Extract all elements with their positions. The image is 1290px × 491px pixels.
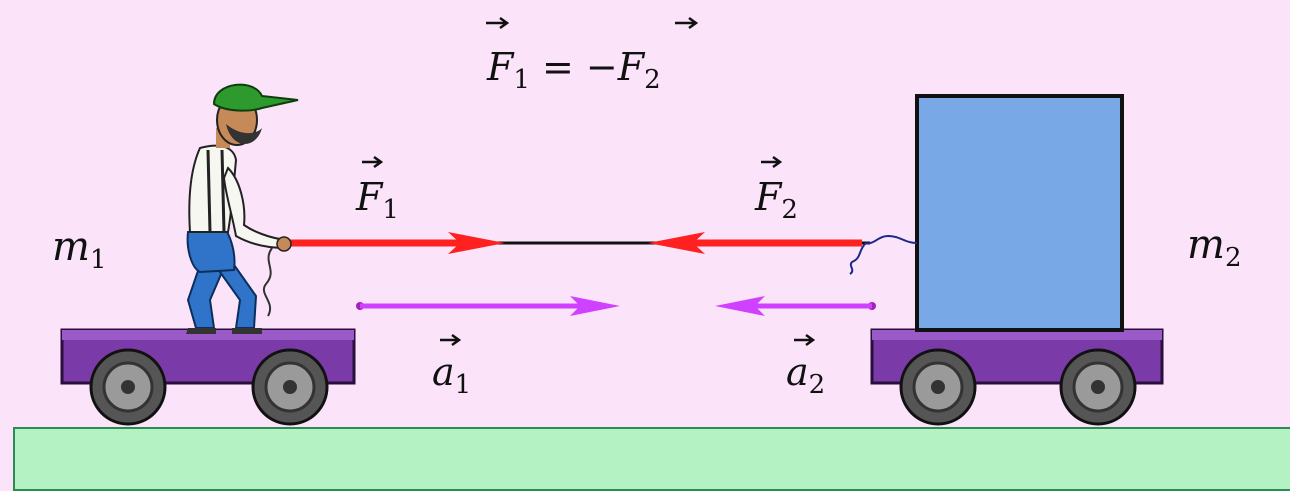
- wheel-icon: [1061, 350, 1135, 424]
- accel-arrow-left: [356, 296, 620, 316]
- ground: [14, 428, 1290, 490]
- accel-label-left: a1: [432, 335, 471, 400]
- cart-right: [872, 330, 1162, 424]
- mass-label-right: m2: [1187, 222, 1241, 273]
- svg-text:a2: a2: [786, 350, 825, 400]
- mass-label-left: m1: [52, 224, 106, 275]
- man-figure: [186, 85, 298, 334]
- svg-text:F1: F1: [355, 175, 399, 225]
- svg-text:F2: F2: [754, 175, 798, 225]
- wheel-icon: [901, 350, 975, 424]
- svg-text:F1 = −F2: F1 = −F2: [486, 45, 661, 95]
- force-label-right: F2: [754, 157, 798, 225]
- equation: F1 = −F2: [486, 18, 696, 95]
- hat-icon: [214, 85, 298, 111]
- equation-f1: F: [486, 45, 515, 89]
- force-arrow-right: [648, 232, 862, 254]
- accel-label-right: a2: [786, 335, 825, 400]
- accel-arrow-right: [715, 296, 876, 316]
- wheel-icon: [91, 350, 165, 424]
- force-label-left: F1: [355, 157, 399, 225]
- force-arrow-left: [285, 232, 505, 254]
- svg-text:a1: a1: [432, 350, 471, 400]
- box: [917, 96, 1122, 330]
- wheel-icon: [253, 350, 327, 424]
- cart-left: [62, 330, 354, 424]
